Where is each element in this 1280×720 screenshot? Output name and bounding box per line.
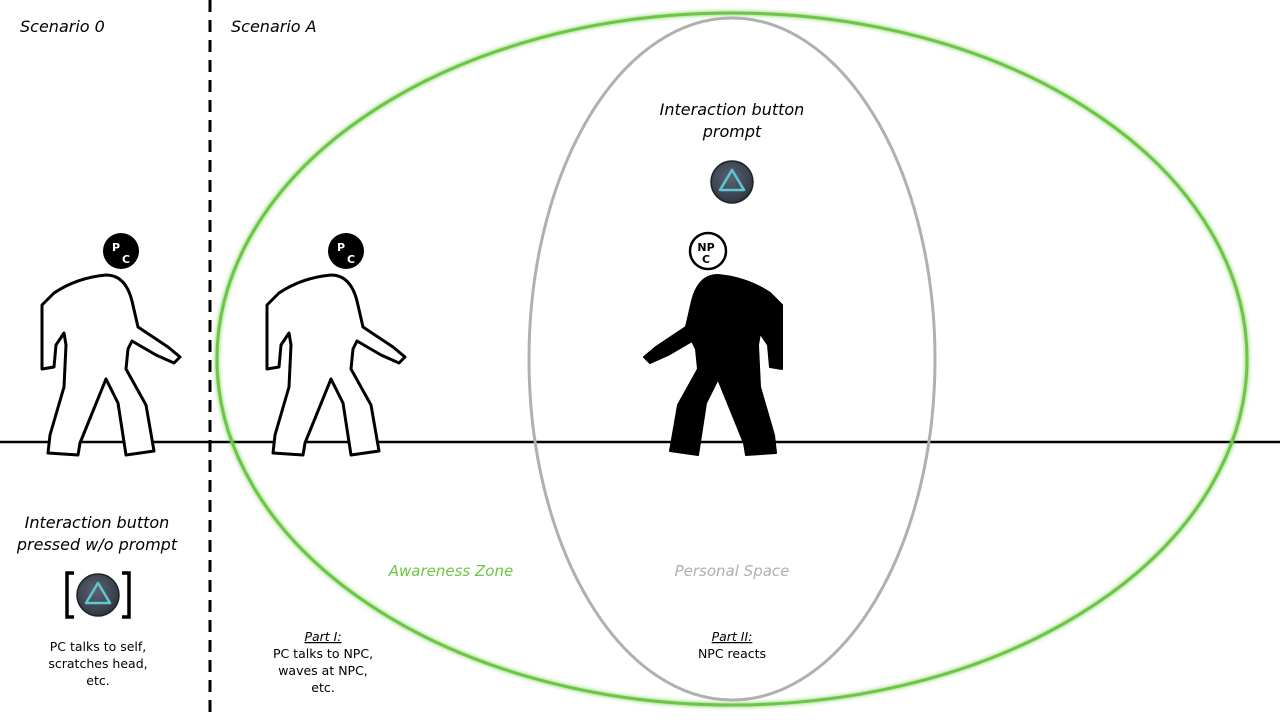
personal-space-ellipse bbox=[527, 16, 937, 702]
part2-line1: NPC reacts bbox=[698, 646, 766, 661]
pc-figure-scenario-zero bbox=[40, 273, 182, 457]
awareness-zone-ellipse bbox=[215, 11, 1249, 707]
personal-space-label: Personal Space bbox=[675, 562, 790, 580]
scenario-zero-note-line3: etc. bbox=[86, 673, 109, 688]
part1-line3: etc. bbox=[311, 680, 334, 695]
scenario-zero-note-line1: PC talks to self, bbox=[50, 639, 147, 654]
part1-line1: PC talks to NPC, bbox=[273, 646, 373, 661]
scenario-zero-caption-line1: Interaction button bbox=[25, 513, 170, 532]
scenario-zero-caption-line2: pressed w/o prompt bbox=[16, 535, 178, 554]
npc-figure bbox=[643, 274, 783, 456]
part2-label: Part II: bbox=[712, 629, 753, 644]
triangle-button-icon bbox=[65, 571, 131, 619]
svg-text:C: C bbox=[122, 253, 130, 266]
awareness-zone-label: Awareness Zone bbox=[388, 562, 513, 580]
part1-line2: waves at NPC, bbox=[278, 663, 368, 678]
svg-text:C: C bbox=[702, 253, 710, 266]
scenario-zero-title: Scenario 0 bbox=[20, 17, 105, 36]
svg-text:C: C bbox=[347, 253, 355, 266]
triangle-button-icon bbox=[710, 160, 754, 204]
svg-text:P: P bbox=[337, 241, 345, 254]
svg-text:NP: NP bbox=[697, 241, 714, 254]
part1-label: Part I: bbox=[304, 629, 341, 644]
svg-text:P: P bbox=[112, 241, 120, 254]
pc-figure-scenario-a bbox=[265, 273, 407, 457]
prompt-caption-line1: Interaction button bbox=[660, 100, 805, 119]
scenario-zero-note-line2: scratches head, bbox=[48, 656, 147, 671]
npc-badge: NP C bbox=[688, 231, 728, 271]
prompt-caption-line2: prompt bbox=[702, 122, 762, 141]
pc-badge-scenario-a: P C bbox=[328, 233, 364, 269]
pc-badge-scenario-zero: P C bbox=[103, 233, 139, 269]
scenario-a-title: Scenario A bbox=[231, 17, 317, 36]
